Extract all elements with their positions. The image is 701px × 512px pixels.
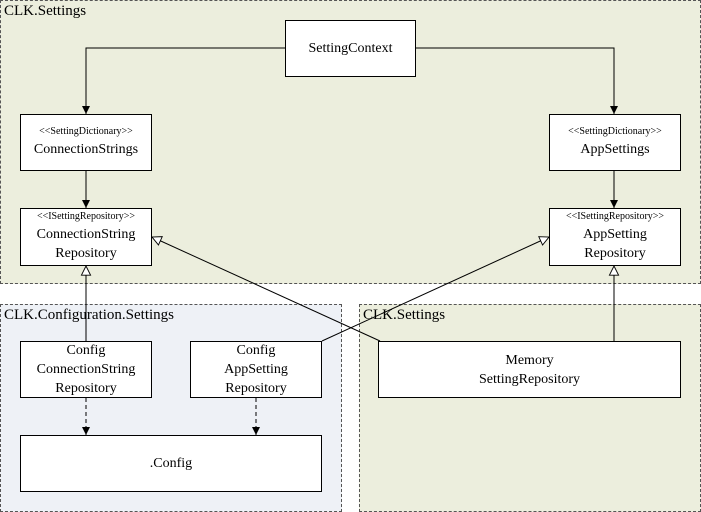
- config-file-title: .Config: [149, 456, 193, 471]
- memory-setting-repository-title-line-1: Memory: [505, 352, 554, 368]
- app-settings-title: AppSettings: [580, 142, 650, 157]
- region-label-clk-settings-memory: CLK.Settings: [363, 307, 446, 323]
- connection-string-repository-title-line-1: ConnectionString: [36, 227, 136, 242]
- config-app-setting-repository-box: Config AppSetting Repository: [190, 341, 322, 398]
- connection-strings-title: ConnectionStrings: [33, 142, 139, 157]
- stereotype-label: <<ISettingRepository>>: [36, 211, 136, 222]
- config-app-setting-repository-title-line-2: AppSetting: [224, 362, 288, 377]
- config-app-setting-repository-title-line-1: Config: [236, 343, 276, 358]
- connection-strings-box: <<SettingDictionary>> ConnectionStrings: [20, 114, 152, 171]
- app-setting-repository-title-line-1: AppSetting: [583, 227, 647, 242]
- config-connection-string-repository-title-line-1: Config: [66, 343, 106, 358]
- app-settings-box: <<SettingDictionary>> AppSettings: [549, 114, 681, 171]
- stereotype-label: <<SettingDictionary>>: [39, 126, 133, 137]
- stereotype-label: <<SettingDictionary>>: [568, 126, 662, 137]
- connection-string-repository-title-line-2: Repository: [55, 246, 117, 261]
- setting-context-title: SettingContext: [308, 41, 393, 56]
- memory-setting-repository-box: Memory SettingRepository: [378, 341, 681, 398]
- clk-settings-memory-region: CLK.Settings: [359, 304, 701, 512]
- memory-setting-repository-title-line-2: SettingRepository: [478, 371, 581, 387]
- config-app-setting-repository-title-line-3: Repository: [225, 381, 287, 396]
- region-label-clk-settings: CLK.Settings: [4, 3, 87, 19]
- app-setting-repository-title-line-2: Repository: [584, 246, 646, 261]
- config-file-box: .Config: [20, 435, 322, 492]
- stereotype-label: <<ISettingRepository>>: [565, 211, 665, 222]
- config-connection-string-repository-box: Config ConnectionString Repository: [20, 341, 152, 398]
- region-label-clk-configuration-settings: CLK.Configuration.Settings: [4, 307, 174, 323]
- config-connection-string-repository-title-line-3: Repository: [55, 381, 117, 396]
- setting-context-box: SettingContext: [285, 20, 416, 77]
- config-connection-string-repository-title-line-2: ConnectionString: [36, 362, 136, 377]
- connection-string-repository-box: <<ISettingRepository>> ConnectionString …: [20, 208, 152, 266]
- app-setting-repository-box: <<ISettingRepository>> AppSetting Reposi…: [549, 208, 681, 266]
